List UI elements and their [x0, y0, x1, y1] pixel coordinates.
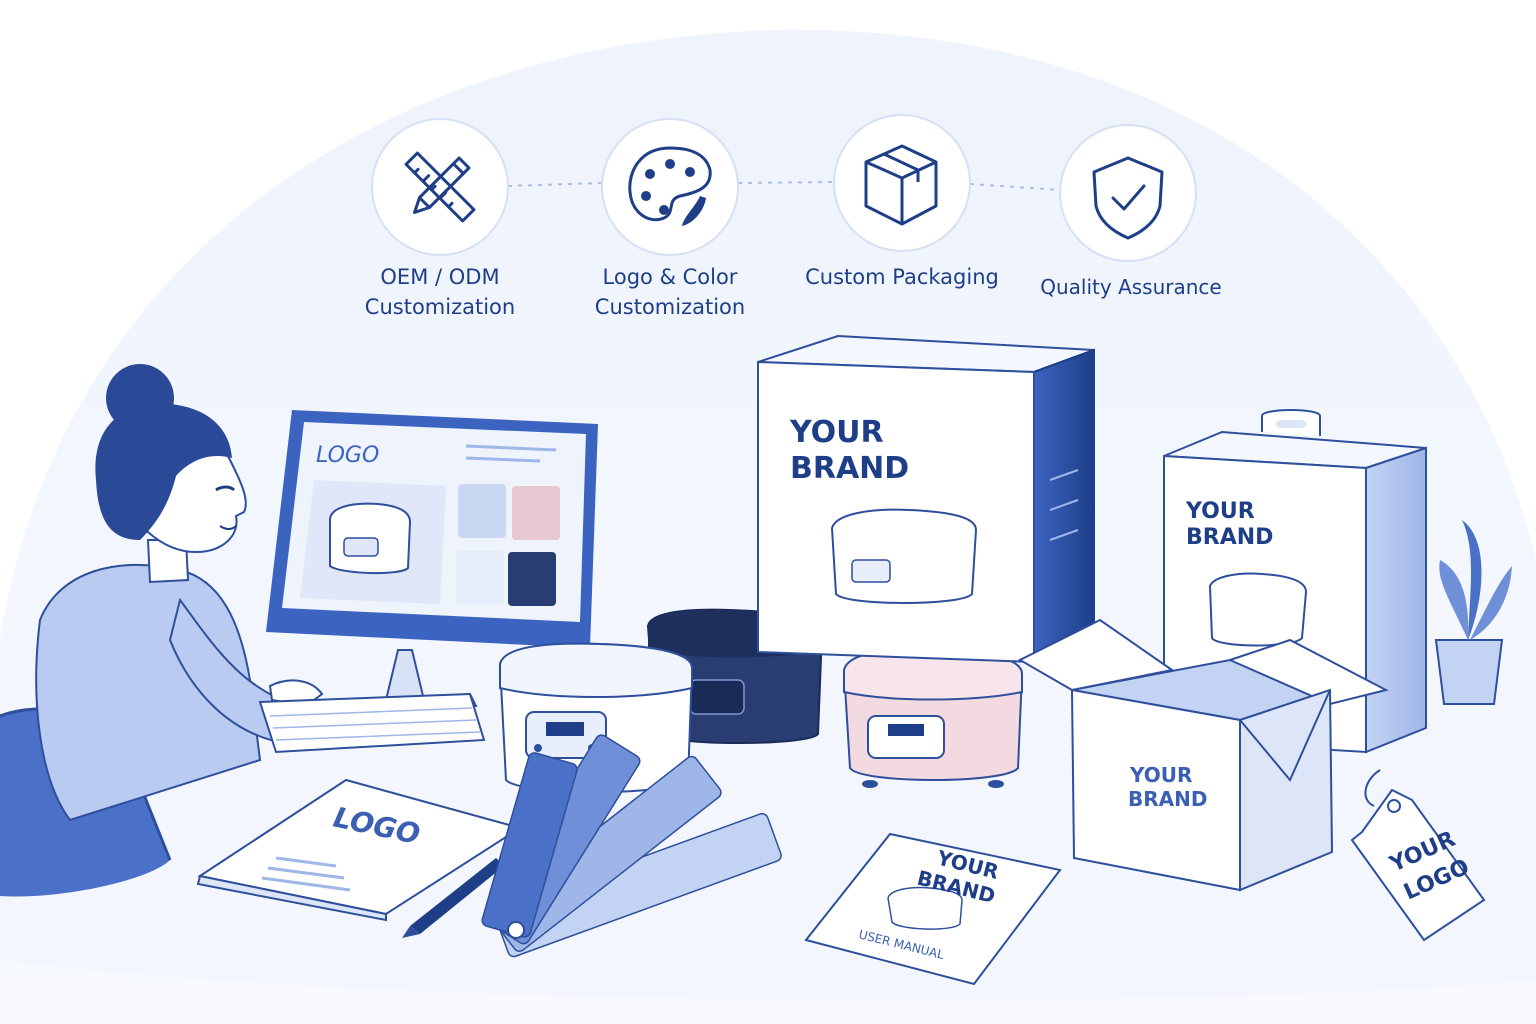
screen-color-thumbnails: [456, 484, 560, 606]
large-box-brand-line1: YOUR: [789, 415, 884, 450]
feature-circle-packaging: [833, 114, 971, 252]
open-box-brand-line1: YOUR: [1129, 763, 1192, 787]
screen-rice-cooker: [329, 502, 412, 575]
package-box-icon: [864, 144, 938, 226]
feature-label-oem-odm: OEM / ODM Customization: [340, 262, 540, 322]
user-manual-booklet: YOUR BRAND USER MANUAL: [804, 832, 1062, 986]
feature-packaging-line1: Custom Packaging: [805, 265, 999, 289]
pen: [402, 858, 504, 938]
feature-oem-line2: Customization: [364, 295, 516, 319]
small-box-brand-line1: YOUR: [1185, 499, 1255, 524]
desktop-monitor: LOGO: [266, 410, 598, 714]
monitor-logo-text: LOGO: [316, 443, 379, 468]
small-box-brand-line2: BRAND: [1186, 525, 1273, 550]
feature-logo-color-line1: Logo & Color: [602, 265, 738, 289]
feature-quality-line1: Quality Assurance: [1040, 275, 1222, 299]
feature-circle-logo-color: [601, 118, 739, 256]
feature-label-logo-color: Logo & Color Customization: [570, 262, 770, 322]
feature-circle-quality: [1059, 124, 1197, 262]
large-product-box: YOUR BRAND: [757, 334, 1095, 664]
feature-logo-color-line2: Customization: [594, 295, 746, 319]
open-box-brand-line2: BRAND: [1128, 787, 1207, 811]
large-box-brand-line2: BRAND: [790, 451, 909, 486]
potted-plant: [1434, 520, 1512, 705]
screen-text-lines: [465, 444, 557, 463]
palette-icon: [628, 146, 712, 226]
feature-label-quality-assurance: Quality Assurance: [1026, 272, 1236, 302]
color-swatch-fan: [481, 734, 782, 958]
hang-tag: YOUR LOGO: [1350, 769, 1486, 942]
feature-label-custom-packaging: Custom Packaging: [792, 262, 1012, 292]
keyboard: [258, 692, 486, 754]
shield-check-icon: [1092, 156, 1164, 240]
rice-cooker-pink: [842, 648, 1024, 788]
open-shipping-box: YOUR BRAND: [1017, 618, 1389, 892]
pencil-ruler-icon: [404, 151, 476, 223]
feature-oem-line1: OEM / ODM: [380, 265, 500, 289]
feature-connectors: [507, 181, 1061, 191]
feature-circle-oem: [371, 118, 509, 256]
